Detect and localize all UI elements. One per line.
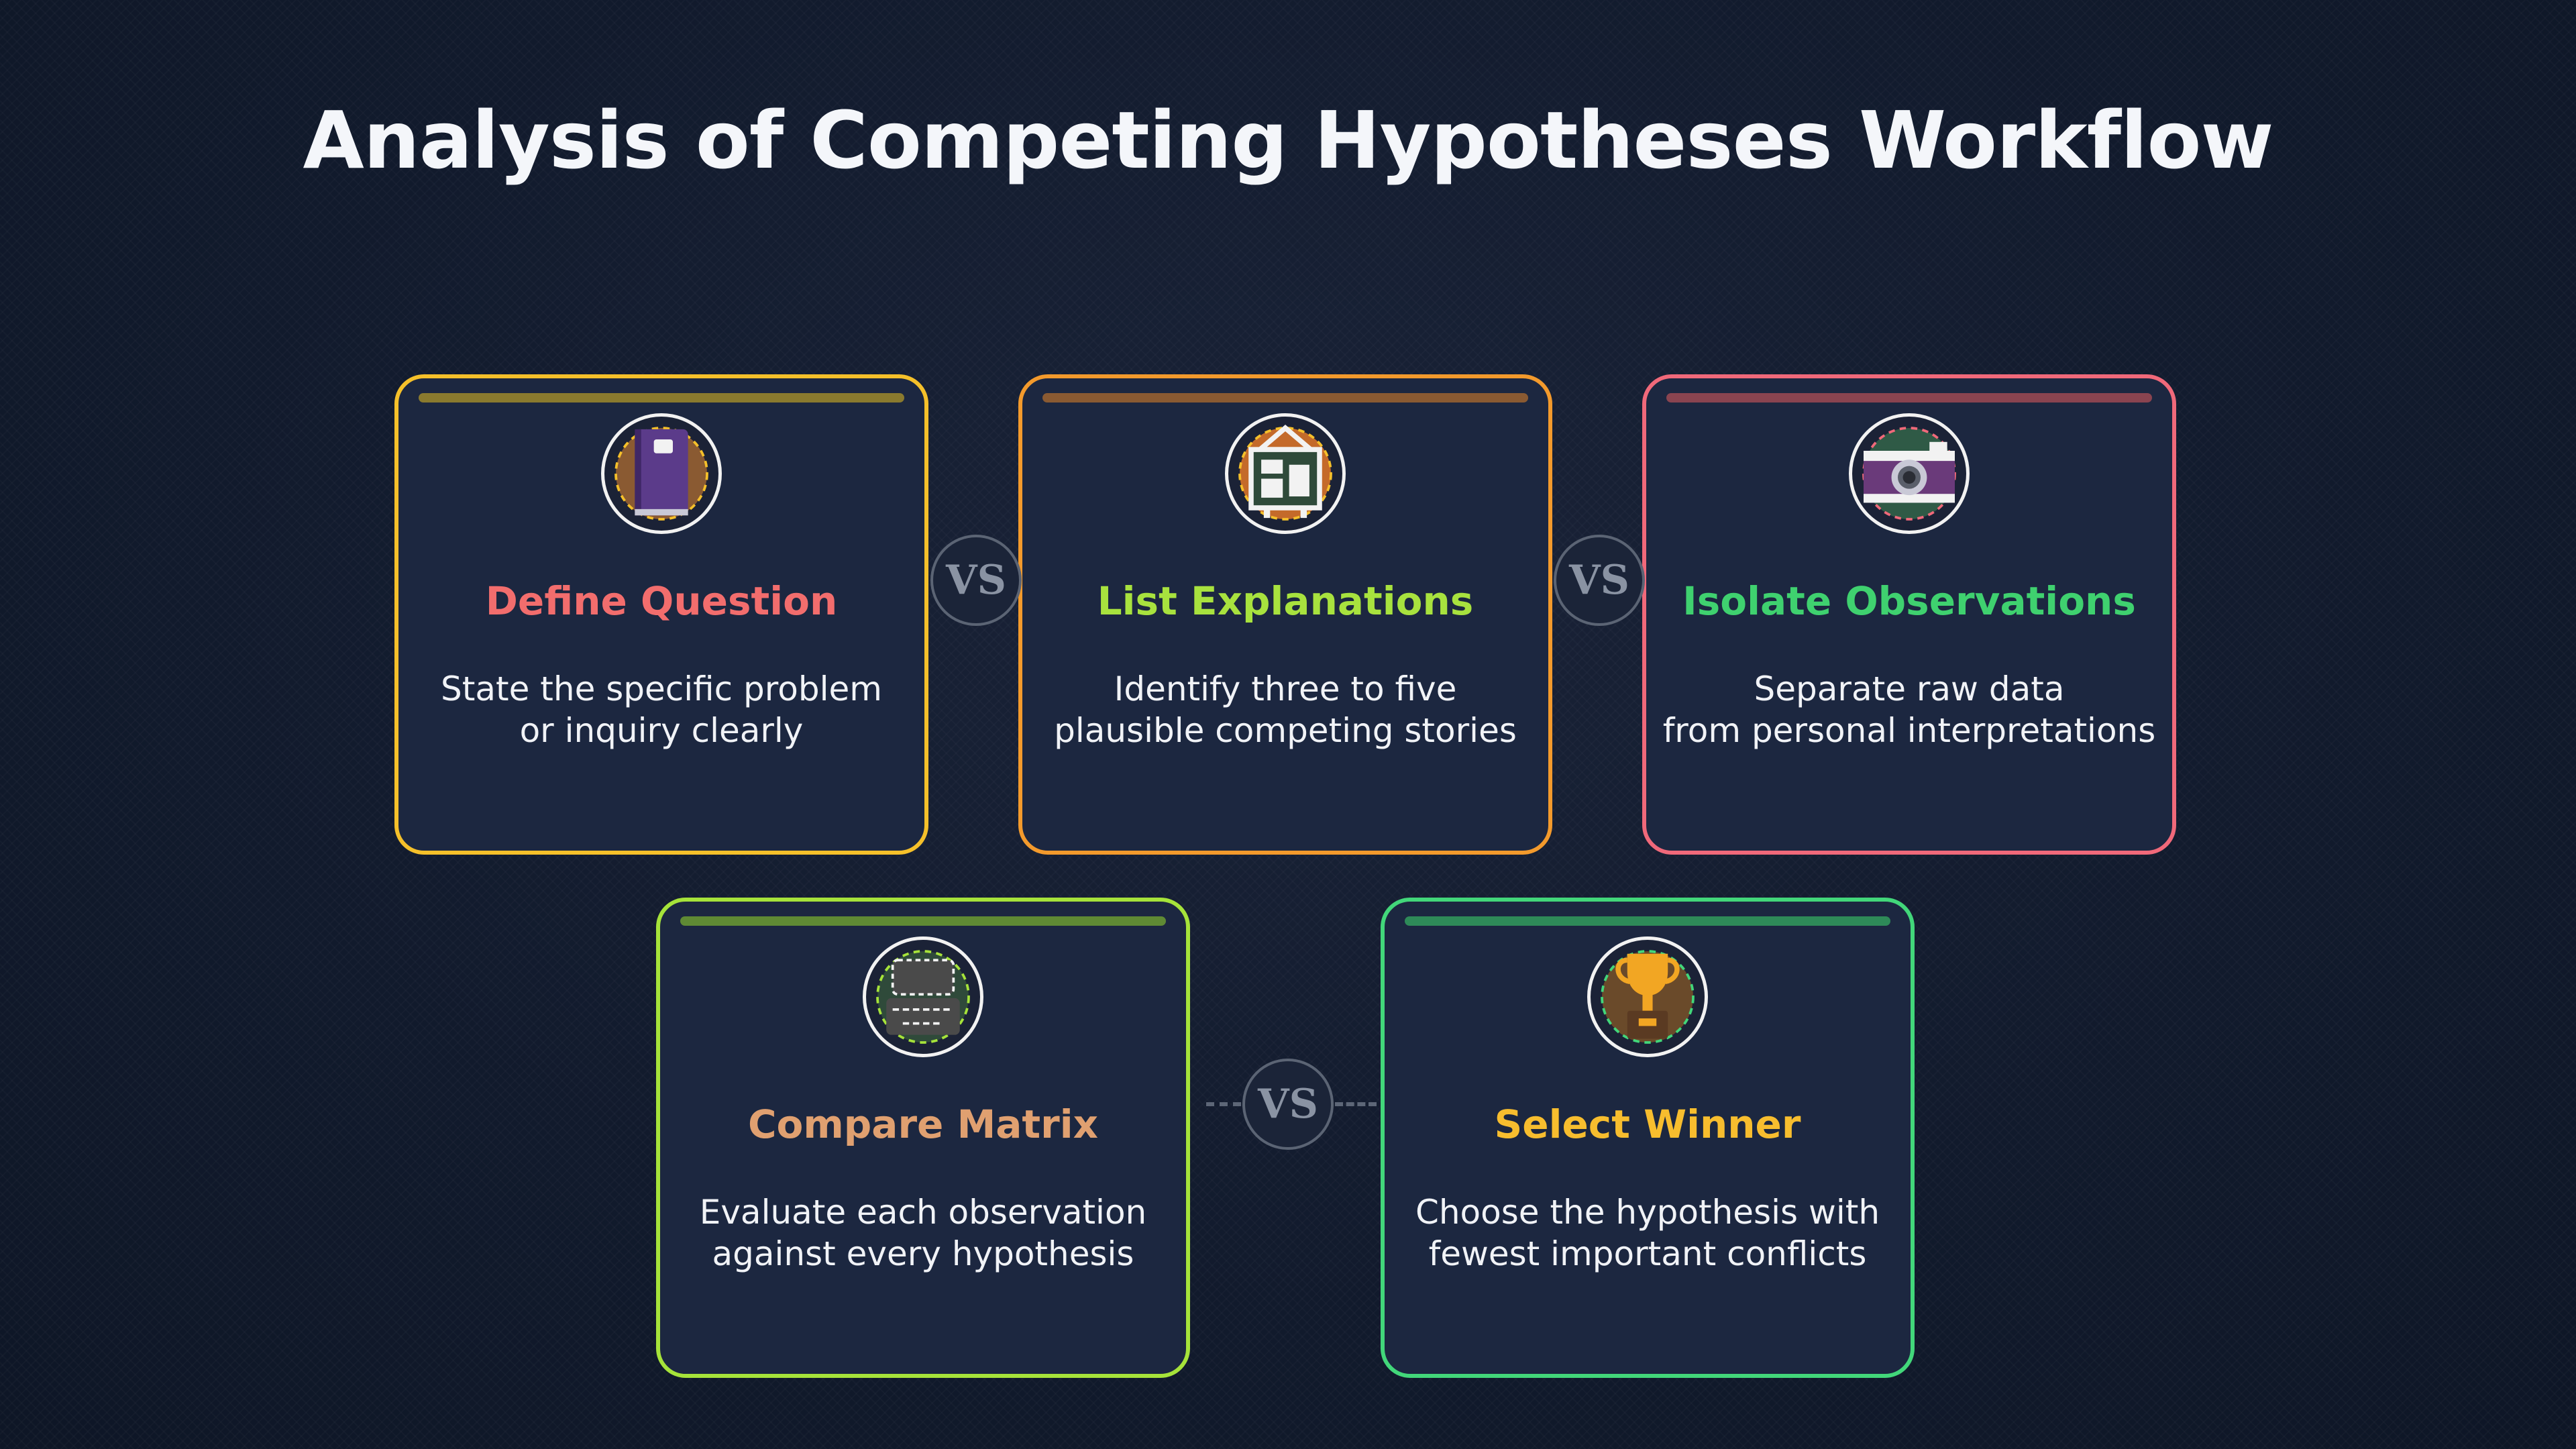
connector-line	[1335, 1102, 1377, 1106]
matrix-icon	[863, 936, 983, 1057]
card-description: Evaluate each observation against every …	[699, 1193, 1147, 1273]
step-card-compare-matrix[interactable]: Compare Matrix Evaluate each observation…	[656, 898, 1190, 1378]
whiteboard-icon	[1225, 413, 1346, 534]
camera-icon	[1849, 413, 1970, 534]
notebook-icon	[601, 413, 722, 534]
trophy-icon	[1587, 936, 1708, 1057]
connector-line	[1206, 1102, 1241, 1106]
card-accent-bar	[1042, 393, 1528, 402]
vs-badge: VS	[1554, 535, 1645, 626]
card-description: Choose the hypothesis with fewest import…	[1415, 1193, 1880, 1273]
card-title: Select Winner	[1494, 1102, 1801, 1147]
step-card-select-winner[interactable]: Select Winner Choose the hypothesis with…	[1381, 898, 1915, 1378]
card-title: List Explanations	[1097, 578, 1474, 624]
card-description: Identify three to five plausible competi…	[1054, 669, 1517, 750]
card-accent-bar	[1405, 916, 1890, 926]
step-card-isolate-observations[interactable]: Isolate Observations Separate raw data f…	[1642, 374, 2176, 855]
vs-badge: VS	[1242, 1059, 1334, 1150]
card-description: Separate raw data from personal interpre…	[1662, 669, 2156, 750]
step-card-list-explanations[interactable]: List Explanations Identify three to five…	[1018, 374, 1552, 855]
card-accent-bar	[1666, 393, 2152, 402]
card-accent-bar	[680, 916, 1166, 926]
card-accent-bar	[419, 393, 904, 402]
page-title: Analysis of Competing Hypotheses Workflo…	[303, 94, 2273, 186]
card-title: Define Question	[485, 578, 838, 624]
card-title: Isolate Observations	[1682, 578, 2136, 624]
step-card-define-question[interactable]: Define Question State the specific probl…	[394, 374, 928, 855]
card-description: State the specific problem or inquiry cl…	[441, 669, 882, 750]
vs-badge: VS	[930, 535, 1022, 626]
card-title: Compare Matrix	[747, 1102, 1099, 1147]
